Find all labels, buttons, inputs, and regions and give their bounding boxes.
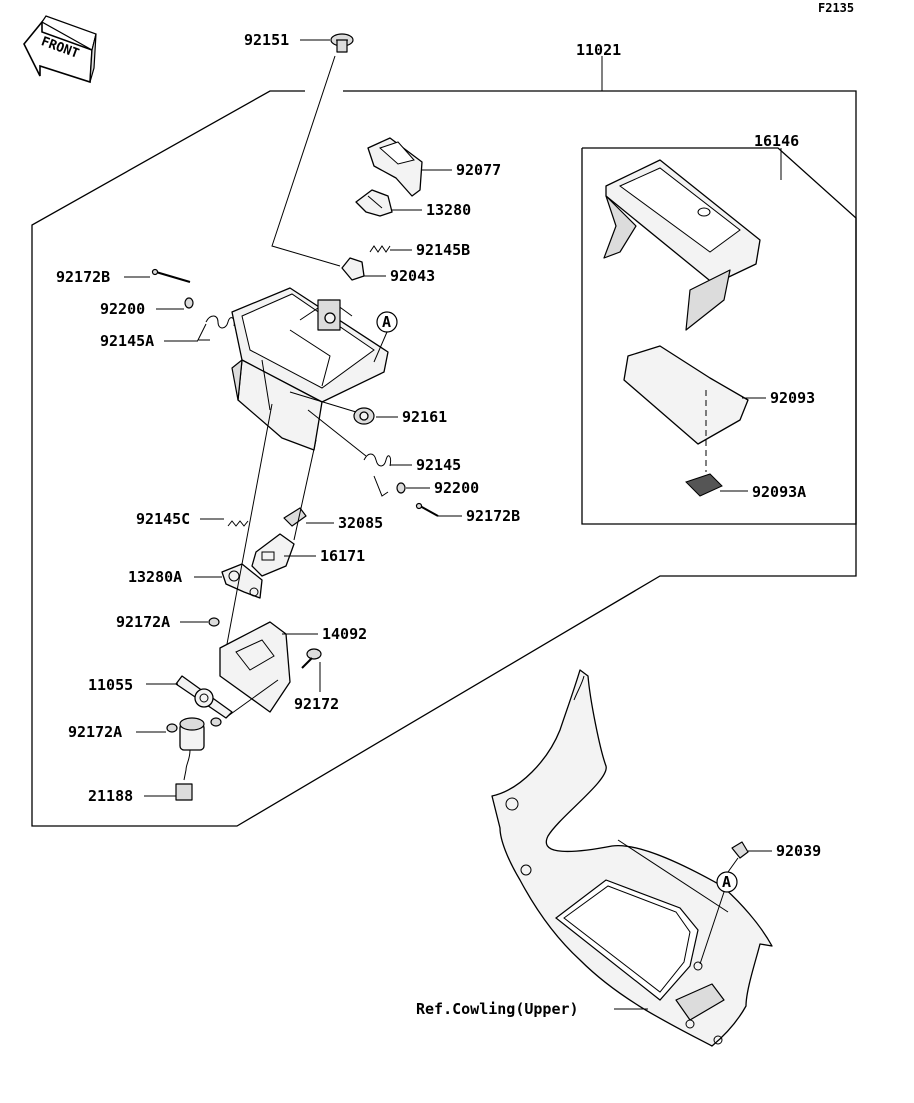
part-16146-lid bbox=[603, 159, 761, 331]
label-92145: 92145 bbox=[416, 456, 461, 474]
label-92145C: 92145C bbox=[136, 510, 190, 528]
label-92093A: 92093A bbox=[752, 483, 806, 501]
label-16171: 16171 bbox=[320, 547, 365, 565]
label-92043: 92043 bbox=[390, 267, 435, 285]
part-cowling-upper bbox=[491, 669, 773, 1047]
part-92200-washer-right bbox=[396, 482, 406, 494]
part-92161-damper bbox=[353, 407, 375, 425]
part-92145A-spring bbox=[197, 315, 235, 341]
part-housing-bucket bbox=[231, 287, 389, 451]
label-92172A-top: 92172A bbox=[116, 613, 170, 631]
label-11055: 11055 bbox=[88, 676, 133, 694]
part-32085-clip bbox=[283, 507, 307, 527]
part-92043-clip bbox=[341, 257, 365, 281]
guide-92151 bbox=[271, 55, 341, 267]
part-92145B-spring bbox=[369, 245, 391, 253]
guide-92039 bbox=[727, 857, 739, 873]
callout-a-bottom: A bbox=[699, 871, 738, 965]
guide-11055 bbox=[227, 679, 279, 717]
label-92161: 92161 bbox=[402, 408, 447, 426]
part-14092-cover bbox=[219, 621, 291, 713]
label-92172B-left: 92172B bbox=[56, 268, 110, 286]
diagram-code: F2135 bbox=[818, 1, 854, 15]
front-arrow-icon: FRONT bbox=[23, 15, 97, 84]
label-92200-right: 92200 bbox=[434, 479, 479, 497]
label-14092: 14092 bbox=[322, 625, 367, 643]
part-92200-washer-left bbox=[184, 297, 194, 309]
part-92039-clip bbox=[731, 841, 749, 859]
label-13280A: 13280A bbox=[128, 568, 182, 586]
label-92200-left: 92200 bbox=[100, 300, 145, 318]
guide-shaft-a bbox=[223, 403, 273, 661]
part-92145C-spring bbox=[227, 520, 249, 527]
part-92172-screw bbox=[301, 648, 322, 669]
label-92172A-bottom: 92172A bbox=[68, 723, 122, 741]
label-92145A: 92145A bbox=[100, 332, 154, 350]
guide-92145 bbox=[307, 409, 367, 457]
part-92093-pad bbox=[623, 345, 749, 445]
part-92093A-pad bbox=[685, 473, 723, 497]
part-16171-bracket bbox=[251, 533, 295, 577]
part-92151-screw bbox=[330, 33, 354, 53]
part-92145-spring bbox=[363, 453, 391, 497]
callout-a-bottom-letter: A bbox=[722, 873, 731, 891]
label-11021: 11021 bbox=[576, 41, 621, 59]
guide-shaft-b bbox=[293, 439, 317, 541]
guide-cowling bbox=[617, 839, 729, 913]
label-ref-cowling: Ref.Cowling(Upper) bbox=[416, 1000, 579, 1018]
label-92077: 92077 bbox=[456, 161, 501, 179]
label-92145B: 92145B bbox=[416, 241, 470, 259]
part-92172B-screw-right bbox=[415, 502, 439, 517]
callout-a-top: A bbox=[373, 311, 398, 363]
sub-frame-16146 bbox=[581, 147, 857, 525]
part-92172B-screw-left bbox=[151, 268, 191, 283]
callout-a-top-letter: A bbox=[382, 313, 391, 331]
label-92039: 92039 bbox=[776, 842, 821, 860]
part-11055-bracket bbox=[175, 675, 233, 719]
label-92151: 92151 bbox=[244, 31, 289, 49]
label-92172: 92172 bbox=[294, 695, 339, 713]
label-92172B-right: 92172B bbox=[466, 507, 520, 525]
part-13280-latch bbox=[355, 189, 393, 217]
label-16146: 16146 bbox=[754, 132, 799, 150]
part-21188-actuator bbox=[175, 717, 222, 801]
label-92093: 92093 bbox=[770, 389, 815, 407]
part-92172A-screw-bottom bbox=[166, 723, 178, 733]
label-21188: 21188 bbox=[88, 787, 133, 805]
part-92172A-screw-top bbox=[208, 617, 220, 627]
guide-92161 bbox=[289, 391, 357, 413]
label-32085: 32085 bbox=[338, 514, 383, 532]
part-92077-cover bbox=[367, 137, 423, 197]
label-13280: 13280 bbox=[426, 201, 471, 219]
